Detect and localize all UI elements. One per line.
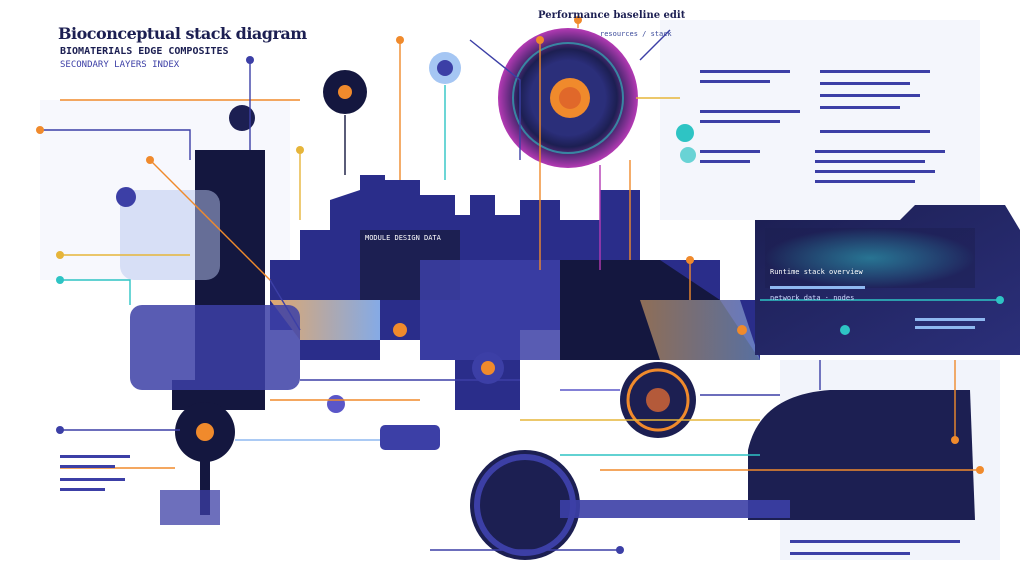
right-panel-sublabel: network data · nodes xyxy=(770,294,855,302)
top-center-sublabel: resources / stack xyxy=(600,30,672,38)
top-center-label: Performance baseline edit xyxy=(538,10,686,21)
title-line-2: BIOMATERIALS EDGE COMPOSITES xyxy=(60,46,229,57)
title-line-1: Bioconceptual stack diagram xyxy=(58,24,307,43)
module-label: MODULE DESIGN DATA xyxy=(365,234,441,242)
right-panel-label: Runtime stack overview xyxy=(770,268,863,276)
title-line-3: SECONDARY LAYERS INDEX xyxy=(60,60,180,70)
